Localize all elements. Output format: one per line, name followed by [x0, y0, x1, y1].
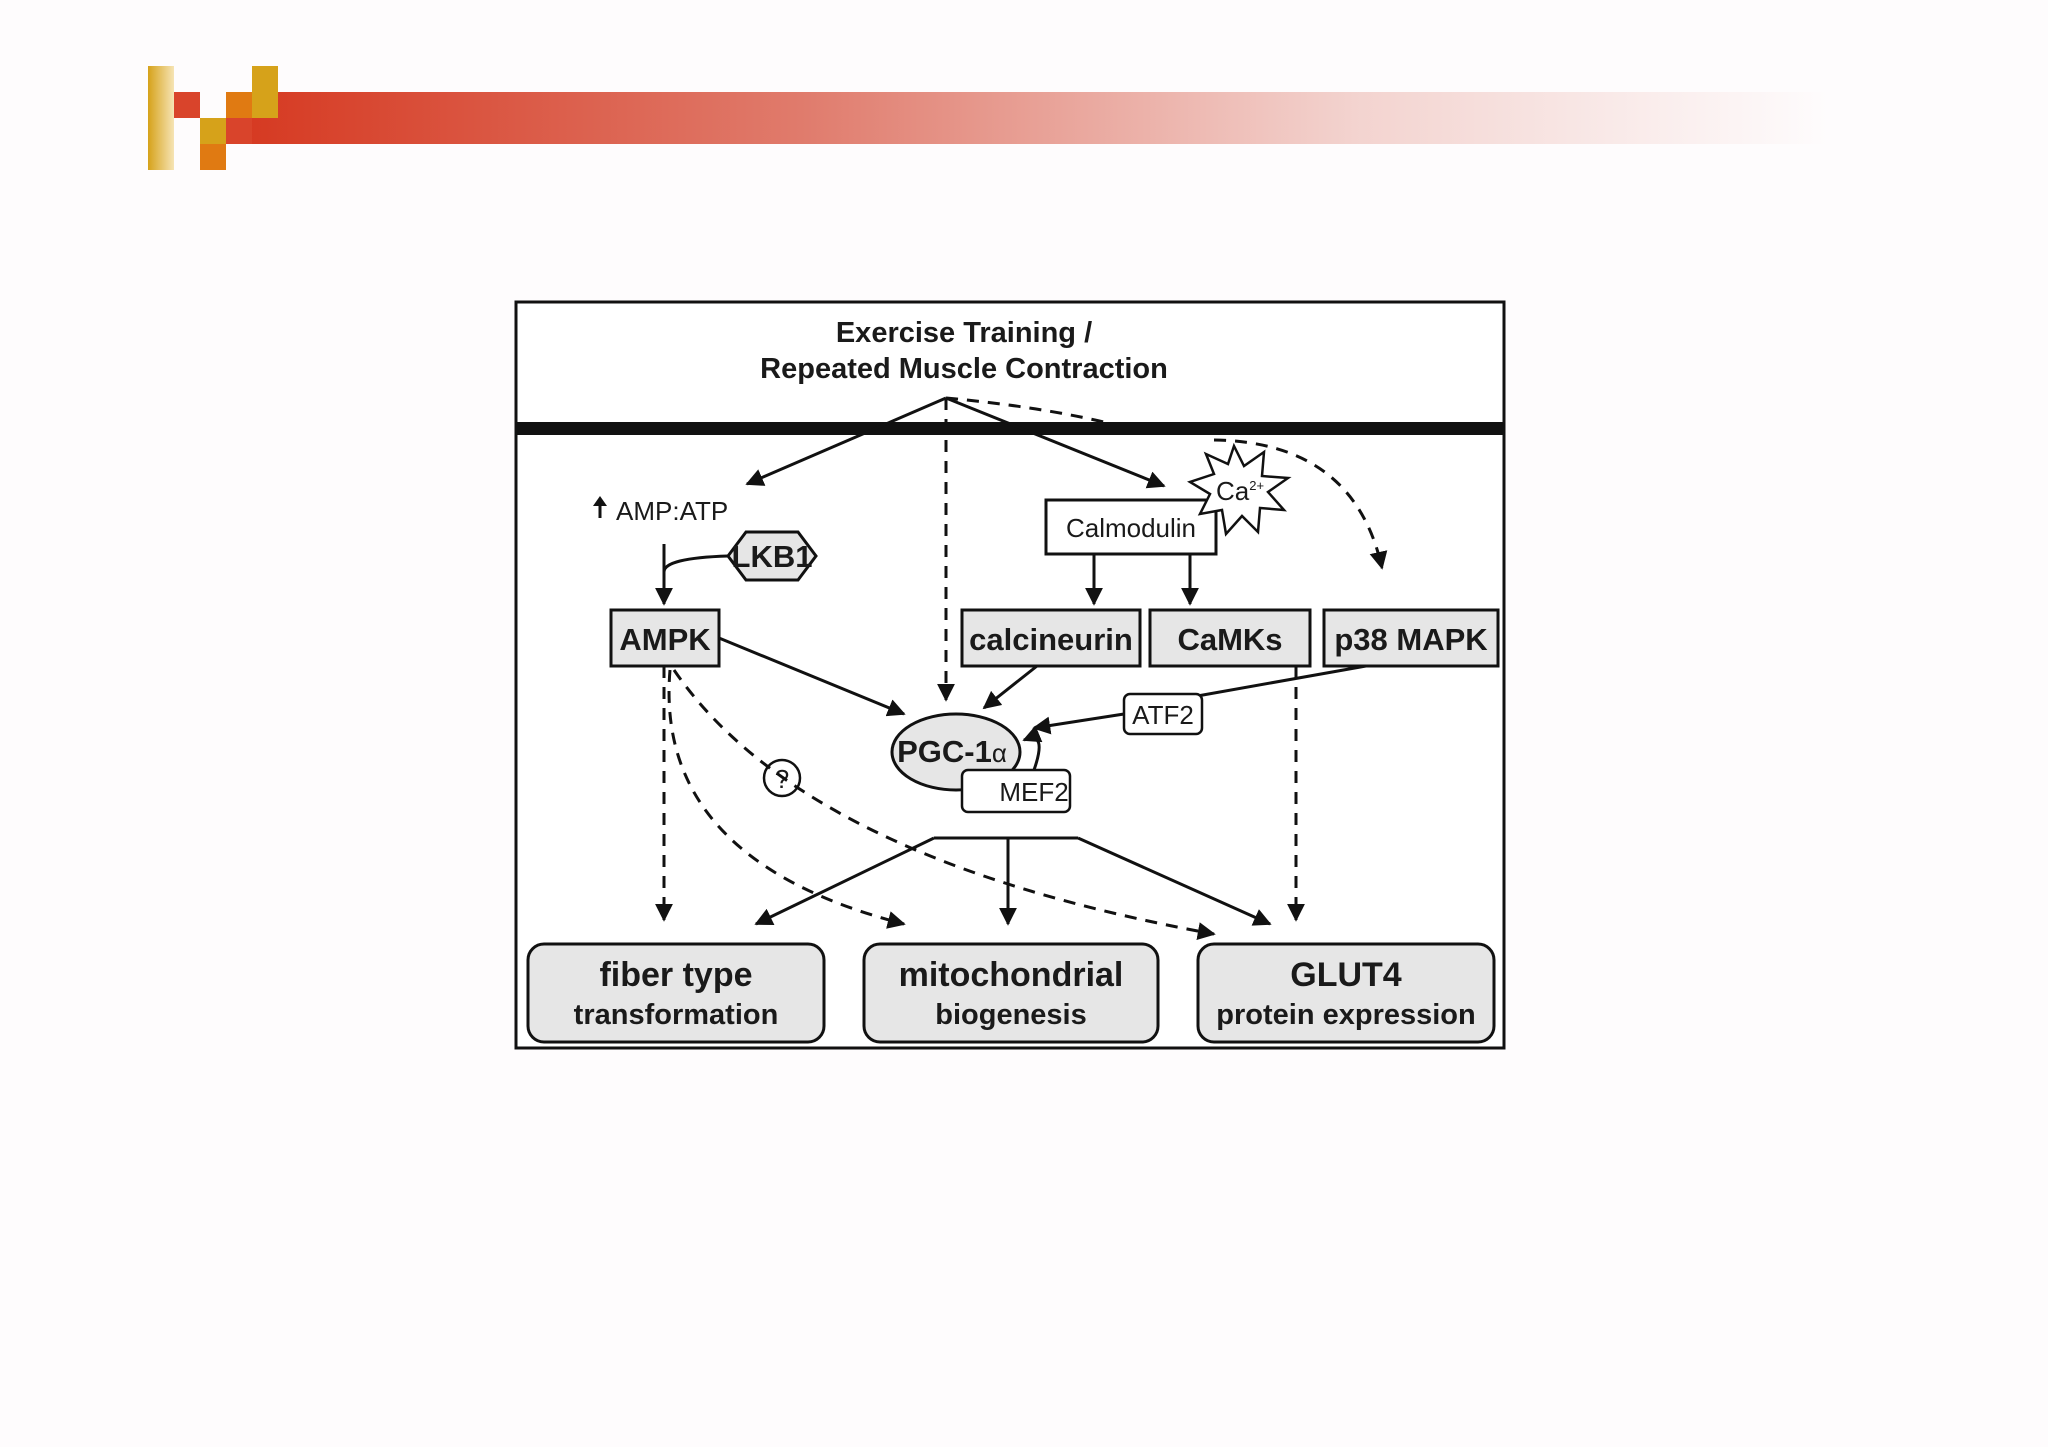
mito-line1: mitochondrial: [899, 956, 1124, 994]
lkb1-node: LKB1: [726, 530, 818, 582]
amp-atp-text: AMP:ATP: [616, 496, 728, 526]
mef2-label: MEF2: [999, 777, 1068, 807]
mito-line2: biogenesis: [935, 999, 1087, 1031]
p38-mapk-node: p38 MAPK: [1322, 608, 1500, 668]
camks-label: CaMKs: [1177, 622, 1282, 657]
fiber-type-outcome: fiber type transformation: [526, 942, 826, 1044]
camks-node: CaMKs: [1148, 608, 1312, 668]
header-gradient-stripe: [248, 92, 1828, 144]
calmodulin-label: Calmodulin: [1066, 513, 1196, 543]
fiber-line1: fiber type: [599, 956, 752, 994]
signaling-pathway-diagram: Exercise Training / Repeated Muscle Cont…: [514, 300, 1506, 1050]
mitochondrial-outcome: mitochondrial biogenesis: [862, 942, 1160, 1044]
glut4-line2: protein expression: [1216, 999, 1475, 1031]
ampk-node: AMPK: [609, 608, 721, 668]
question-mark-label: ?: [775, 764, 789, 794]
calmodulin-node: Calmodulin: [1044, 498, 1218, 556]
p38-mapk-label: p38 MAPK: [1334, 622, 1488, 657]
diagram-title-line2: Repeated Muscle Contraction: [760, 353, 1168, 385]
diagram-title-line1: Exercise Training /: [836, 317, 1092, 349]
calcium-label: Ca2+: [1216, 476, 1264, 506]
pixel-checkmark-icon: [148, 66, 278, 170]
calcineurin-label: calcineurin: [969, 622, 1133, 657]
pgc1-output-branches: [754, 836, 1272, 926]
atf2-node: ATF2: [1122, 692, 1204, 736]
amp-atp-ratio-label: AMP:ATP: [593, 496, 728, 526]
glut4-outcome: GLUT4 protein expression: [1196, 942, 1496, 1044]
calcium-ion-burst-icon: Ca2+: [1187, 442, 1292, 537]
glut4-line1: GLUT4: [1290, 956, 1402, 994]
pgc1-alpha-label: PGC-1α: [897, 734, 1007, 769]
atf2-label: ATF2: [1132, 700, 1194, 730]
slide-header-bar: [148, 66, 1828, 170]
stimulus-branches: [745, 396, 1388, 702]
fiber-line2: transformation: [574, 999, 779, 1031]
ampk-label: AMPK: [619, 622, 711, 657]
mef2-node: MEF2: [960, 768, 1072, 814]
cell-membrane-bar: [516, 422, 1504, 435]
calcineurin-node: calcineurin: [960, 608, 1142, 668]
lkb1-label: LKB1: [732, 539, 813, 574]
